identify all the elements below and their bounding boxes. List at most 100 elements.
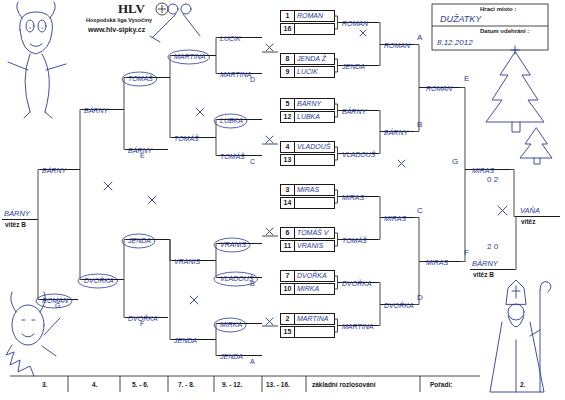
bracket-line [335,23,340,30]
player-name: LUBKA [218,116,243,126]
column-heading: 4. [92,381,97,388]
bracket-line [78,170,82,280]
devil-eye [38,20,46,32]
bracket-slot: TOMÁŠ [126,67,168,78]
player-name: TOMÁŠ [218,152,245,162]
seed-slot: 15 [280,326,335,338]
player-name: VRANIS [172,257,200,267]
player-name: JENDA [340,62,365,72]
bracket-line [460,170,470,262]
bracket-slot: DVOŘKA [82,269,122,280]
seed-slot: 5BÁRNY [280,98,335,110]
player-name: JENDA Ž [295,54,326,64]
seed-slot: 11VRANIS [280,240,335,252]
winner-caption: vítěz B [2,220,36,229]
bracket-line [335,197,340,204]
bracket-line [378,218,382,240]
match-letter: C [417,206,423,215]
devil-face [17,2,56,47]
player-name: MIRAS [424,258,448,268]
bracket-slot: DVOŘKA [382,294,414,305]
seed-slot: 2MARTINA [280,313,335,325]
seed-number: 10 [281,284,295,294]
seed-slot: 16 [280,23,335,35]
bracket-slot: DVOŘKA [126,307,168,318]
bracket-line [335,240,340,247]
christmas-tree [486,52,544,122]
field-label: Hrací místo : [480,6,516,12]
bracket-line [36,220,40,300]
player-name: VLADOUŠ [340,150,375,160]
column-heading: 2. [520,381,525,388]
set-score: 0 2 [487,175,498,184]
ink-circle [214,114,247,128]
bracket-slot: MIRAS [382,207,414,218]
bracket-line [78,110,82,170]
player-name: BÁRNY [295,99,321,109]
seed-number: 14 [281,198,295,208]
ink-circle [214,318,246,332]
scissors-eye [181,4,191,14]
bracket-line [414,262,424,305]
bracket-slot: JENDA [218,345,262,356]
player-name: MIRAS [295,185,319,195]
logo-mark [156,3,168,15]
player-name: VAŇA [518,205,560,217]
seed-number: 1 [281,11,295,21]
bracket-slot: ROMAN [424,77,460,88]
column-heading: Pořadí: [430,381,452,388]
player-name: BÁRNY [382,128,408,138]
bracket-line [414,218,424,262]
match-letter: D [417,293,423,302]
column-heading: 3. [42,381,47,388]
match-letter: B [417,120,422,129]
seed-number: 15 [281,327,295,337]
player-name: BÁRNY [470,258,514,270]
player-name: ROMAN [40,296,68,306]
bishop-mitre [506,280,526,304]
devil-fur [6,318,60,376]
player-name: DVOŘKA [82,276,114,286]
column-heading: 9. - 12. [222,381,242,388]
player-name: DVOŘKA [340,279,372,289]
bracket-line [414,88,424,132]
bracket-slot: ROMAN [340,12,378,23]
seed-number: 6 [281,228,295,238]
ink-circle [36,294,72,308]
column-heading: 5. - 6. [132,381,149,388]
ink-circle [214,272,257,286]
player-name: LUCIK [218,34,241,44]
bracket-line [510,170,518,217]
seed-number: 13 [281,155,295,165]
player-name: JENDA [218,352,243,362]
player-name: MARTINA [295,314,328,324]
bracket-slot: MIRAS [424,251,460,262]
devil-body [8,54,66,118]
seed-slot: 7DVOŘKA [280,270,335,282]
match-letter: A [250,358,255,365]
bracket-slot: MARTINA [218,63,262,74]
seed-number: 9 [281,67,295,77]
seed-slot: 14 [280,197,335,209]
match-letter: G [452,157,458,166]
footer-rule [10,376,480,377]
bracket-line [335,154,340,161]
ink-doodles [6,2,552,392]
bracket-slot: LUCIK [218,27,262,38]
player-name: MIRKA [218,320,242,330]
match-letter: B [250,280,255,287]
player-name: TOMÁŠ V [295,228,328,238]
bracket-slot: MARTINA [340,315,378,326]
ink-circle [78,274,118,288]
player-name: TOMÁŠ [172,134,199,144]
player-name: DVOŘKA [295,271,327,281]
seed-number: 2 [281,314,295,324]
match-date: 8.12.2012 [437,38,473,47]
player-name: MARTINA [340,322,373,332]
player-name: DVOŘKA [382,301,414,311]
bracket-line [214,324,218,340]
player-name: BÁRNY [340,107,366,117]
match-letter: C [250,158,255,165]
seed-slot: 10MIRKA [280,283,335,295]
